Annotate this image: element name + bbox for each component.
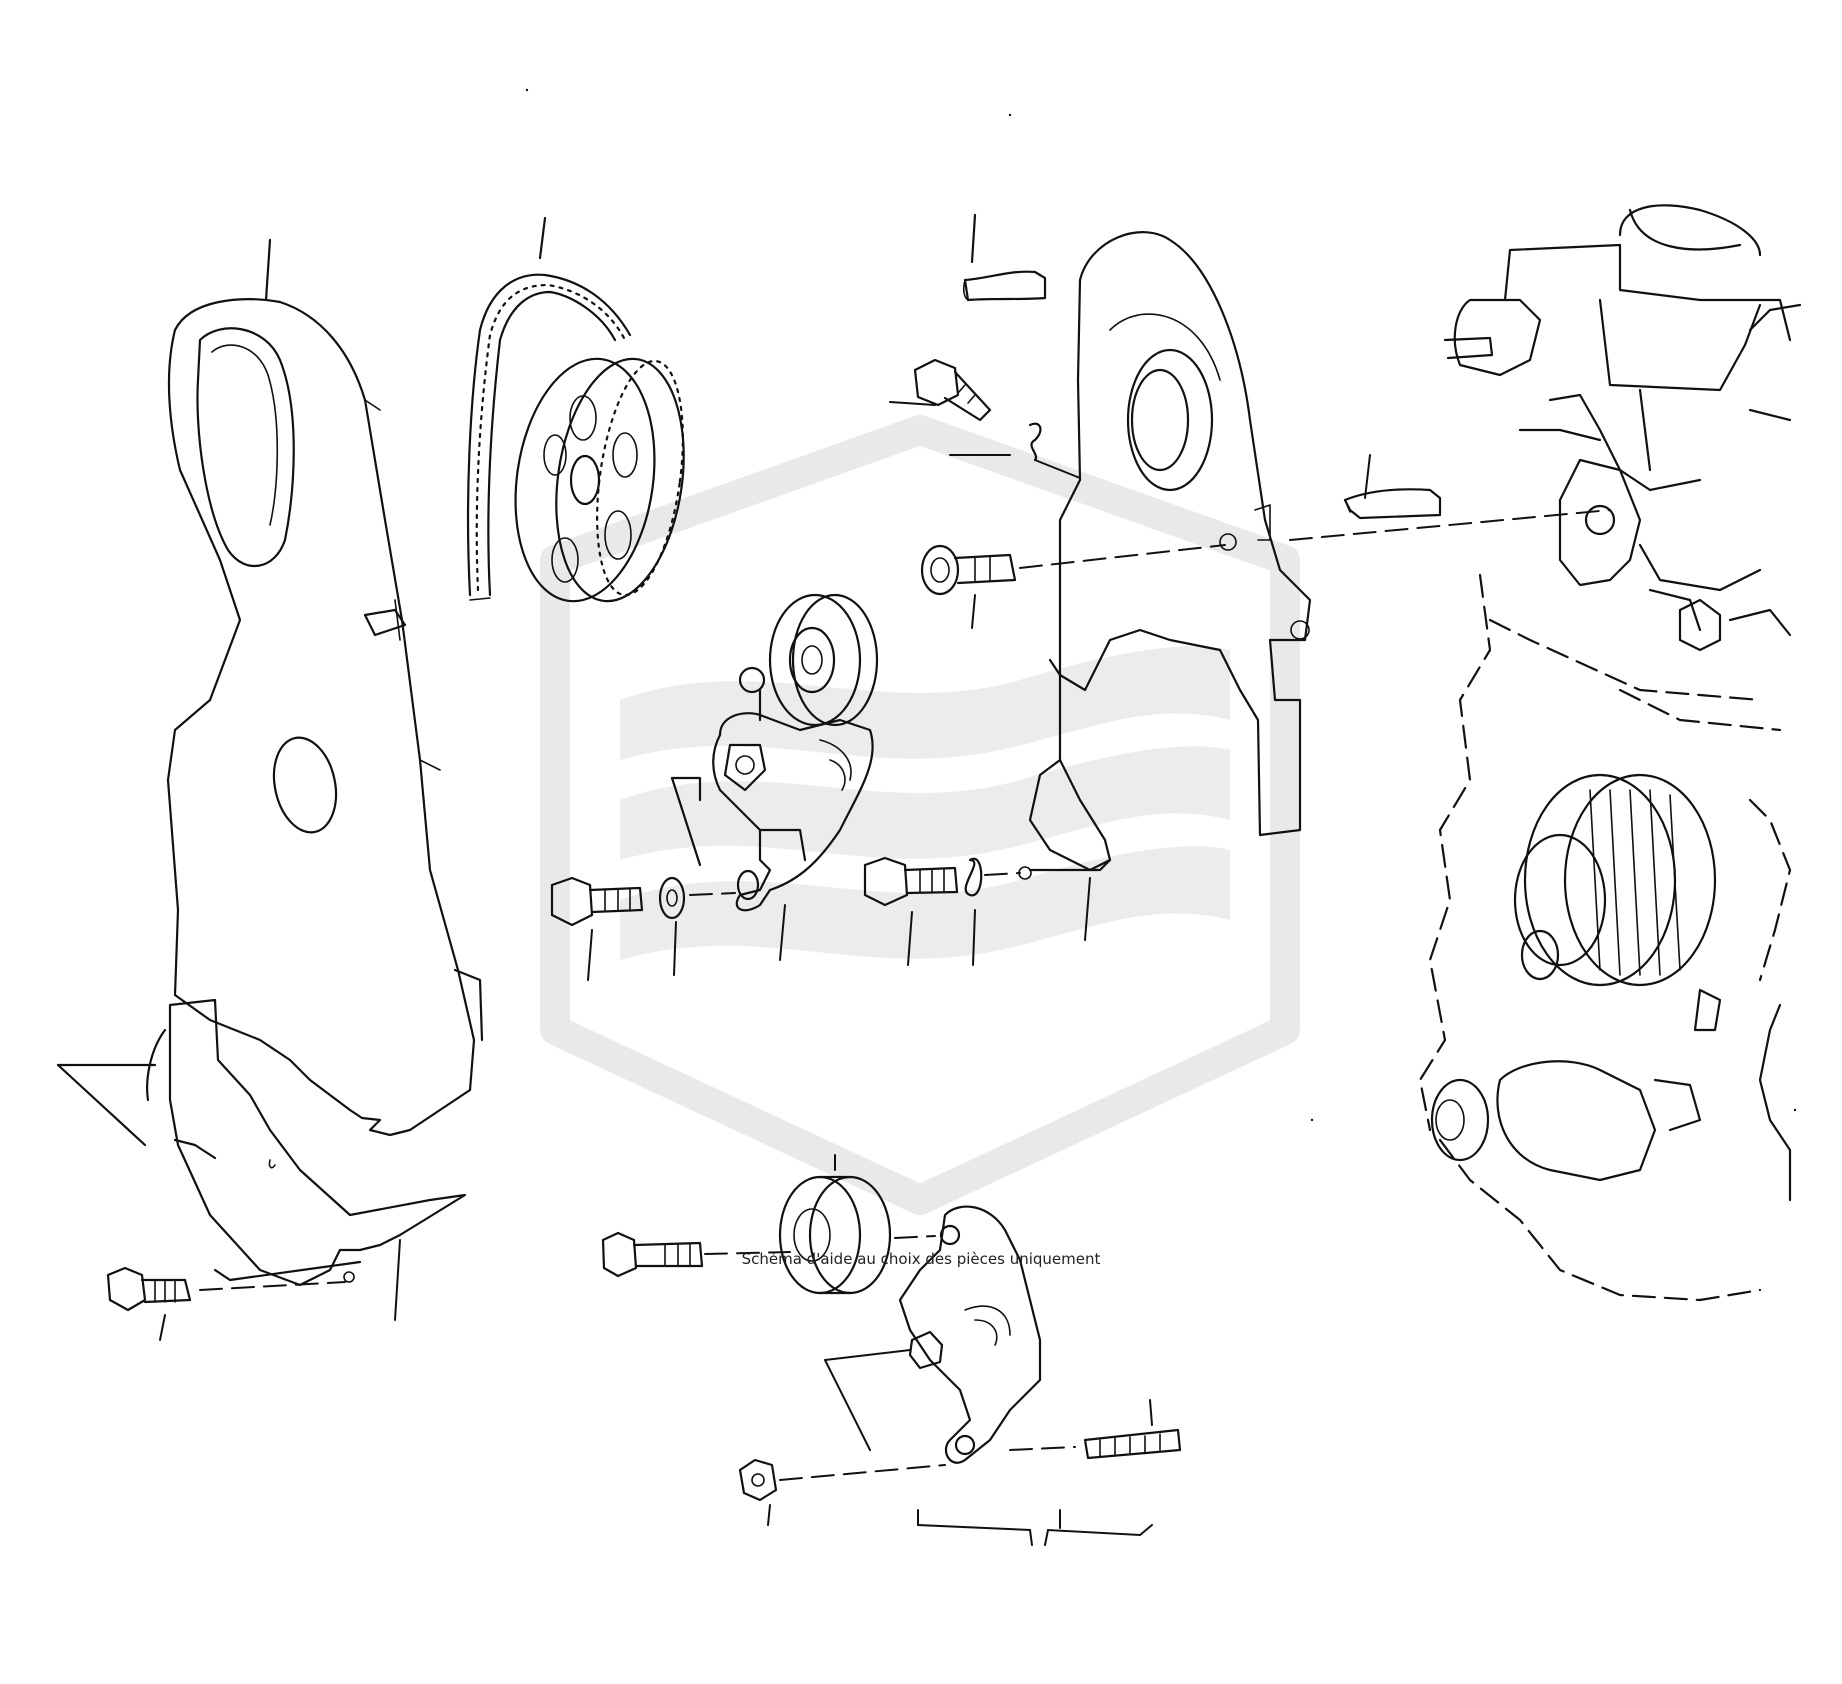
camshaft-sprocket bbox=[514, 357, 685, 603]
hexagon-logo-icon bbox=[540, 415, 1300, 1215]
tensioner-assembly bbox=[670, 593, 879, 961]
timing-belt bbox=[466, 216, 632, 601]
idler-bolt bbox=[601, 1231, 791, 1278]
bolt-rear-cover bbox=[863, 856, 1032, 966]
reference-bracket-lines bbox=[917, 1509, 1153, 1546]
stud-bolt bbox=[1083, 1399, 1182, 1460]
retaining-clip-top bbox=[962, 270, 1047, 302]
clip-engine-side bbox=[1289, 454, 1611, 541]
idler-bracket bbox=[824, 1205, 1076, 1464]
engine-block bbox=[1418, 204, 1802, 1302]
idler-roller bbox=[778, 1154, 892, 1295]
rear-timing-belt-cover bbox=[970, 213, 1312, 941]
socket-head-bolt bbox=[920, 544, 1226, 629]
bolt-tensioner bbox=[550, 876, 644, 981]
scan-specks bbox=[525, 88, 1797, 1122]
bolt-lower-left bbox=[106, 1266, 346, 1341]
upper-timing-belt-cover bbox=[166, 238, 484, 1137]
spring-clip bbox=[949, 422, 1081, 479]
washer-tensioner bbox=[658, 876, 736, 976]
flange-nut bbox=[738, 1458, 946, 1526]
lower-timing-belt-cover bbox=[56, 998, 467, 1321]
disclaimer-caption: Schéma d'aide au choix des pièces unique… bbox=[741, 1250, 1101, 1268]
bolt-upper-center bbox=[889, 358, 992, 422]
